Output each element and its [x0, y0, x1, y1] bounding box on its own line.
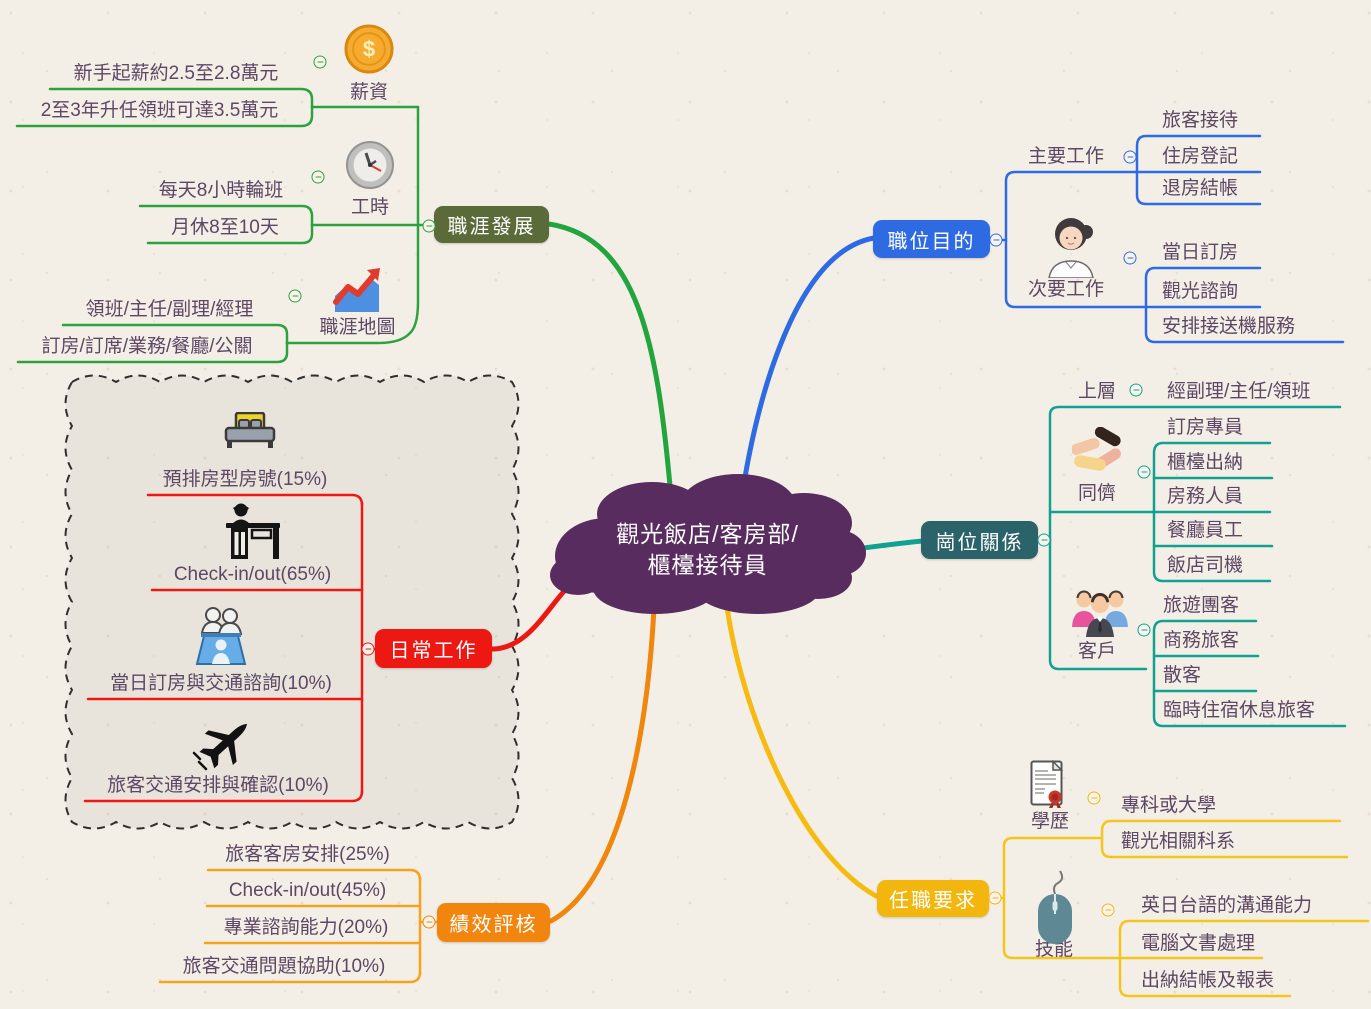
leaf-hours-1[interactable]: 每天8小時輪班	[158, 180, 284, 201]
leaf-peers-1[interactable]: 訂房專員	[1167, 417, 1244, 438]
collapse-toggle[interactable]	[361, 642, 375, 656]
leaf-customers-4[interactable]: 臨時住宿休息旅客	[1163, 700, 1316, 721]
subtopic-salary[interactable]: 薪資	[349, 82, 388, 103]
leaf-performance-2[interactable]: Check-in/out(45%)	[228, 880, 387, 901]
leaf-career-map-2[interactable]: 訂房/訂席/業務/餐廳/公關	[41, 336, 253, 357]
leaf-daily-2[interactable]: Check-in/out(65%)	[173, 564, 332, 585]
collapse-toggle[interactable]	[1101, 903, 1115, 917]
leaf-main-work-3[interactable]: 退房結帳	[1162, 178, 1239, 199]
leaf-performance-4[interactable]: 旅客交通問題協助(10%)	[182, 956, 386, 977]
branch-label: 崗位關係	[935, 531, 1024, 554]
subtopic-upper-level[interactable]: 上層	[1077, 381, 1116, 402]
collapse-toggle[interactable]	[1087, 791, 1101, 805]
branch-label: 職位目的	[887, 230, 976, 253]
leaf-skills-3[interactable]: 出納結帳及報表	[1141, 970, 1275, 991]
leaf-upper-1[interactable]: 經副理/主任/領班	[1167, 381, 1311, 402]
leaf-peers-4[interactable]: 餐廳員工	[1167, 520, 1244, 541]
subtopic-peers[interactable]: 同儕	[1077, 483, 1116, 504]
subtopic-skills[interactable]: 技能	[1034, 939, 1073, 960]
leaf-hours-2[interactable]: 月休8至10天	[171, 217, 279, 238]
subtopic-main-work[interactable]: 主要工作	[1027, 146, 1104, 167]
center-cloud	[550, 474, 866, 614]
branch-position-purpose[interactable]: 職位目的	[873, 220, 990, 258]
collapse-toggle[interactable]	[422, 915, 436, 929]
leaf-customers-3[interactable]: 散客	[1163, 665, 1202, 686]
checkin-desk-icon	[226, 502, 280, 565]
branch-label: 職涯發展	[447, 216, 536, 238]
leaf-secondary-work-2[interactable]: 觀光諮詢	[1162, 281, 1239, 302]
leaf-secondary-work-3[interactable]: 安排接送機服務	[1162, 316, 1296, 337]
leaf-main-work-2[interactable]: 住房登記	[1162, 146, 1239, 167]
leaf-main-work-1[interactable]: 旅客接待	[1162, 110, 1239, 131]
bed-icon	[223, 411, 277, 454]
branch-performance-review[interactable]: 績效評核	[437, 903, 550, 942]
leaf-peers-5[interactable]: 飯店司機	[1167, 555, 1244, 576]
leaf-peers-3[interactable]: 房務人員	[1167, 486, 1244, 507]
receptionist-avatar-icon	[1046, 216, 1096, 283]
leaf-daily-4[interactable]: 旅客交通安排與確認(10%)	[107, 775, 329, 796]
leaf-peers-2[interactable]: 櫃檯出納	[1167, 452, 1244, 473]
certificate-icon	[1030, 759, 1068, 813]
collapse-toggle[interactable]	[1137, 465, 1151, 479]
subtopic-secondary-work[interactable]: 次要工作	[1027, 279, 1104, 300]
leaf-salary-2[interactable]: 2至3年升任領班可達3.5萬元	[40, 100, 279, 121]
branch-job-requirements[interactable]: 任職要求	[877, 880, 989, 917]
leaf-career-map-1[interactable]: 領班/主任/副理/經理	[85, 299, 254, 320]
leaf-customers-2[interactable]: 商務旅客	[1163, 630, 1240, 651]
central-topic[interactable]: 觀光飯店/客房部/ 櫃檯接待員	[555, 519, 860, 581]
leaf-salary-1[interactable]: 新手起薪約2.5至2.8萬元	[73, 63, 279, 84]
leaf-skills-2[interactable]: 電腦文書處理	[1141, 933, 1256, 954]
collapse-toggle[interactable]	[988, 891, 1002, 905]
subtopic-education[interactable]: 學歷	[1030, 811, 1069, 832]
branch-label: 績效評核	[449, 914, 538, 936]
branch-label: 任職要求	[889, 890, 977, 912]
computer-mouse-icon	[1036, 868, 1074, 951]
performance-main-curve	[548, 605, 657, 924]
collapse-toggle[interactable]	[989, 233, 1003, 247]
purpose-main-curve	[739, 235, 877, 498]
collapse-toggle[interactable]	[288, 289, 302, 303]
hands-together-icon	[1070, 426, 1124, 484]
subtopic-career-map[interactable]: 職涯地圖	[319, 317, 396, 338]
subtopic-customers[interactable]: 客戶	[1077, 641, 1116, 662]
branch-daily-work[interactable]: 日常工作	[375, 629, 492, 668]
collapse-toggle[interactable]	[1129, 383, 1143, 397]
central-topic-line2: 櫃檯接待員	[647, 552, 768, 578]
collapse-toggle[interactable]	[1137, 623, 1151, 637]
leaf-performance-3[interactable]: 專業諮詢能力(20%)	[223, 917, 389, 938]
subtopic-working-hours[interactable]: 工時	[350, 197, 389, 218]
svg-text:$: $	[363, 37, 375, 62]
branch-career-development[interactable]: 職涯發展	[434, 206, 549, 243]
leaf-skills-1[interactable]: 英日台語的溝通能力	[1141, 895, 1313, 916]
collapse-toggle[interactable]	[1123, 150, 1137, 164]
branch-label: 日常工作	[389, 640, 478, 662]
leaf-customers-1[interactable]: 旅遊團客	[1163, 595, 1240, 616]
leaf-performance-1[interactable]: 旅客客房安排(25%)	[225, 844, 390, 865]
central-topic-line1: 觀光飯店/客房部/	[616, 521, 799, 547]
collapse-toggle[interactable]	[313, 55, 327, 69]
requirements-main-curve	[724, 604, 879, 899]
collapse-toggle[interactable]	[311, 170, 325, 184]
airplane-icon	[191, 710, 259, 783]
coin-icon: $	[344, 24, 394, 79]
daily-main-curve	[490, 586, 569, 652]
clock-icon	[345, 140, 395, 195]
career-map-chart-icon	[333, 266, 381, 319]
leaf-daily-3[interactable]: 當日訂房與交通諮詢(10%)	[110, 673, 332, 694]
collapse-toggle[interactable]	[1037, 533, 1051, 547]
leaf-secondary-work-1[interactable]: 當日訂房	[1162, 242, 1239, 263]
career-main-curve	[546, 221, 674, 500]
collapse-toggle[interactable]	[422, 219, 436, 233]
leaf-education-1[interactable]: 專科或大學	[1121, 795, 1217, 816]
collapse-toggle[interactable]	[1123, 251, 1137, 265]
people-group-icon	[1071, 587, 1129, 642]
leaf-education-2[interactable]: 觀光相關科系	[1121, 831, 1236, 852]
leaf-daily-1[interactable]: 預排房型房號(15%)	[162, 469, 328, 490]
reception-consult-icon	[194, 606, 248, 671]
branch-position-relations[interactable]: 崗位關係	[921, 521, 1038, 559]
daily-work-boundary	[64, 374, 520, 830]
